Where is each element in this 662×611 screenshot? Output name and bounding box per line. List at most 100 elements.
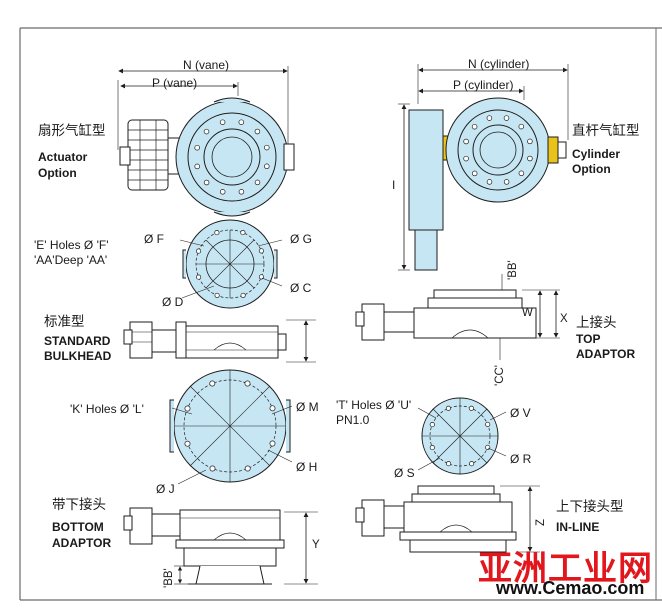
label-holes-ef: 'E' Holes Ø 'F' (34, 238, 109, 252)
bolt-hole (238, 189, 245, 195)
bolt-hole (503, 115, 510, 121)
bolt-hole (219, 119, 226, 125)
bolt-hole (468, 405, 474, 411)
bolt-hole (518, 123, 525, 130)
bolt-hole (209, 380, 216, 387)
bolt-hole (446, 461, 452, 467)
label-dia-g: Ø G (290, 232, 313, 246)
label-holes-kl: 'K' Holes Ø 'L' (70, 402, 144, 416)
cylinder-title-en-2: Option (572, 162, 611, 176)
bolt-hole (503, 179, 510, 185)
label-n-vane: N (vane) (183, 58, 230, 72)
cylinder-title-zh: 直杆气缸型 (572, 123, 640, 138)
top-adaptor-view (355, 274, 560, 360)
bolt-hole (219, 189, 226, 195)
watermark-logo-zh: 亚洲工业网 (478, 549, 653, 589)
label-dia-r: Ø R (510, 452, 532, 466)
bolt-hole (264, 163, 270, 170)
label-pn: PN1.0 (336, 413, 370, 427)
watermark-url: www.Cemao.com (496, 578, 645, 598)
bolt-hole (258, 248, 264, 254)
bolt-hole (214, 292, 220, 298)
bottom-title-en-1: BOTTOM (52, 520, 104, 534)
frame (19, 27, 662, 601)
label-dim-cc: 'CC' (494, 364, 506, 386)
bolt-hole (209, 465, 216, 472)
actuator-title-en-2: Option (38, 166, 77, 180)
bolt-hole (254, 128, 261, 135)
bolt-hole (240, 292, 246, 298)
bolt-hole (269, 440, 276, 447)
bolt-hole (244, 380, 251, 387)
label-dim-i: I (392, 178, 396, 192)
label-dia-f: Ø F (144, 232, 164, 246)
actuator-title-en-1: Actuator (38, 150, 88, 164)
bottom-adaptor-side-view (123, 507, 318, 585)
bolt-hole (254, 179, 261, 186)
bolt-hole (445, 405, 451, 411)
bolt-hole (264, 144, 270, 151)
label-p-cylinder: P (cylinder) (453, 78, 514, 92)
label-n-cylinder: N (cylinder) (468, 57, 530, 71)
bolt-hole (238, 119, 245, 125)
bolt-hole (485, 444, 491, 450)
label-aa-deep: 'AA'Deep 'AA' (34, 253, 108, 267)
label-p-vane: P (vane) (152, 76, 198, 90)
inline-flange-view (417, 397, 507, 475)
bottom-flange-view (169, 369, 293, 485)
standard-title-en-2: BULKHEAD (44, 349, 112, 363)
top-title-en-1: TOP (576, 332, 601, 346)
bolt-hole (429, 422, 435, 428)
label-dia-d: Ø D (162, 295, 184, 309)
label-dim-bb: 'BB' (507, 260, 519, 280)
bolt-hole (244, 465, 251, 472)
standard-title-zh: 标准型 (44, 314, 85, 329)
label-dia-s: Ø S (394, 466, 415, 480)
bolt-hole (463, 155, 469, 162)
inline-title-en: IN-LINE (556, 520, 600, 534)
bolt-hole (429, 445, 435, 451)
label-dia-h: Ø H (296, 460, 318, 474)
bolt-hole (240, 230, 246, 236)
bolt-hole (486, 179, 493, 185)
bolt-hole (527, 138, 533, 145)
bolt-hole (203, 179, 210, 186)
label-dia-c: Ø C (290, 281, 312, 295)
bolt-hole (194, 163, 200, 170)
bolt-hole (214, 230, 220, 236)
label-dim-x: X (560, 313, 568, 325)
label-dia-m: Ø M (296, 400, 319, 414)
label-holes-tu: 'T' Holes Ø 'U' (336, 398, 412, 412)
inline-title-zh: 上下接头型 (556, 499, 624, 514)
bolt-hole (463, 138, 469, 145)
label-dim-y: Y (312, 539, 320, 551)
label-dia-v: Ø V (510, 406, 531, 420)
bolt-hole (471, 123, 478, 130)
cylinder-title-en-1: Cylinder (572, 147, 621, 161)
bolt-hole (469, 461, 475, 467)
actuator-title-zh: 扇形气缸型 (38, 123, 106, 138)
cylinder-valve-view (398, 64, 569, 271)
inline-side-view (355, 485, 540, 553)
top-title-zh: 上接头 (576, 315, 617, 330)
bolt-hole (194, 144, 200, 151)
bolt-hole (485, 421, 491, 427)
bolt-hole (184, 440, 191, 447)
label-dim-z: Z (535, 518, 547, 526)
bolt-hole (269, 405, 276, 412)
bottom-title-zh: 带下接头 (52, 497, 106, 512)
label-dim-bb-bottom: 'BB' (163, 568, 175, 588)
top-title-en-2: ADAPTOR (576, 347, 636, 361)
bolt-hole (196, 248, 202, 254)
bolt-hole (527, 155, 533, 162)
label-dia-j: Ø J (156, 482, 175, 496)
vane-valve-view (117, 66, 295, 217)
bolt-hole (518, 170, 525, 177)
bottom-title-en-2: ADAPTOR (52, 536, 112, 550)
bolt-hole (203, 128, 210, 135)
standard-flange-view (179, 219, 283, 309)
standard-side-view (123, 319, 316, 363)
bolt-hole (471, 170, 478, 177)
